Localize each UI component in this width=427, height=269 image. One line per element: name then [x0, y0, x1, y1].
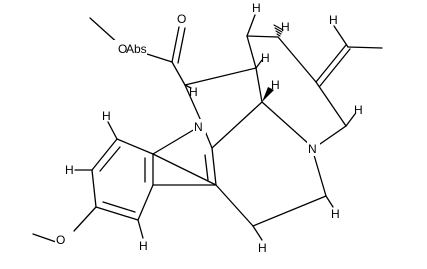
bond-c5-c4-inner [102, 201, 136, 213]
bond-cc-ethylidene-c [277, 36, 317, 83]
methoxy-o-label: O [56, 233, 65, 247]
bond-c7-c6-inner [99, 146, 121, 172]
bond-ethylidene-double-b [319, 48, 351, 87]
label-layer: O Abs O N N O H H H H H H H H H H H H [55, 1, 363, 255]
h-label-ethylidene: H [329, 13, 338, 27]
bond-ethylidene-h [333, 25, 349, 48]
bond-bridge-top-h [246, 14, 256, 37]
bond-indole-n-c2 [204, 130, 213, 149]
bond-c6-c5 [91, 169, 97, 208]
indole-n-label: N [194, 120, 203, 134]
bond-ethano-h-b [252, 225, 263, 241]
bond-c7-h [107, 121, 118, 140]
bond-bridgehead-c2 [211, 101, 263, 149]
h-label-ethano-a: H [331, 207, 340, 221]
bond-n-bridgehead [261, 101, 311, 146]
h-label-ethano-b: H [258, 241, 267, 255]
bond-carbonyl-double-a [171, 26, 180, 63]
bond-alpha-indole-n [184, 84, 202, 122]
bond-c4-c3a [137, 184, 154, 221]
stereo-layer [262, 24, 284, 102]
bond-ch2-n [319, 125, 347, 145]
bond-ch2-h [345, 113, 356, 127]
amine-n-label: N [308, 142, 317, 156]
bond-ethylidene-methyl [347, 46, 383, 49]
bond-bridge-h [255, 59, 263, 69]
h-label-ring-ch2: H [354, 103, 363, 117]
h-label-aryl-c6: H [65, 163, 74, 177]
bond-ethano-c3 [215, 184, 254, 227]
bond-c5-methoxy-o [73, 206, 97, 232]
bond-c2-c3-inner [204, 154, 209, 181]
bond-alpha-bridge [184, 67, 257, 86]
h-label-aryl-c7: H [102, 109, 111, 123]
h-label-bridgehead: H [271, 78, 280, 92]
bond-c5-c4 [95, 206, 139, 221]
bond-ethylidene-double-a [315, 44, 347, 83]
bond-ring-ch2 [315, 81, 347, 127]
bond-c4-h [137, 219, 144, 239]
h-label-top: H [252, 1, 261, 15]
abs-stereo-flag: Abs [126, 42, 147, 56]
bond-bridge-top-left [246, 35, 257, 69]
bond-ester-o-carbonyl-c [146, 53, 173, 63]
bond-n-ethano-a [313, 154, 327, 197]
bond-c7a-c7 [116, 138, 154, 155]
bond-ethano-h-a [325, 195, 334, 208]
h-label-alpha: H [189, 85, 198, 99]
h-label-aryl-c4: H [139, 239, 148, 253]
bond-bridge-top-right [246, 35, 279, 38]
bond-indole-n-c7a [152, 128, 196, 155]
carbonyl-o-label: O [177, 12, 186, 26]
bond-methoxy-o-ch3 [32, 233, 57, 243]
bond-alpha-h [184, 84, 192, 89]
solid-wedge-bridgehead-h [262, 87, 274, 102]
bond-c2-c3-double [211, 147, 217, 186]
bond-carbonyl-alpha-c [171, 61, 186, 86]
bond-layer [32, 14, 383, 243]
bond-bridge-to-bridgehead [255, 67, 263, 103]
ester-o-label: O [118, 42, 127, 56]
bond-ethano [252, 195, 327, 227]
h-label-bridge: H [261, 51, 270, 65]
hashed-wedge-cc-h [273, 24, 284, 38]
bond-c3-c3a [152, 153, 217, 186]
bond-carbonyl-double-b [177, 27, 186, 64]
h-label-cc: H [281, 20, 290, 34]
bond-c7-c6 [91, 138, 118, 171]
